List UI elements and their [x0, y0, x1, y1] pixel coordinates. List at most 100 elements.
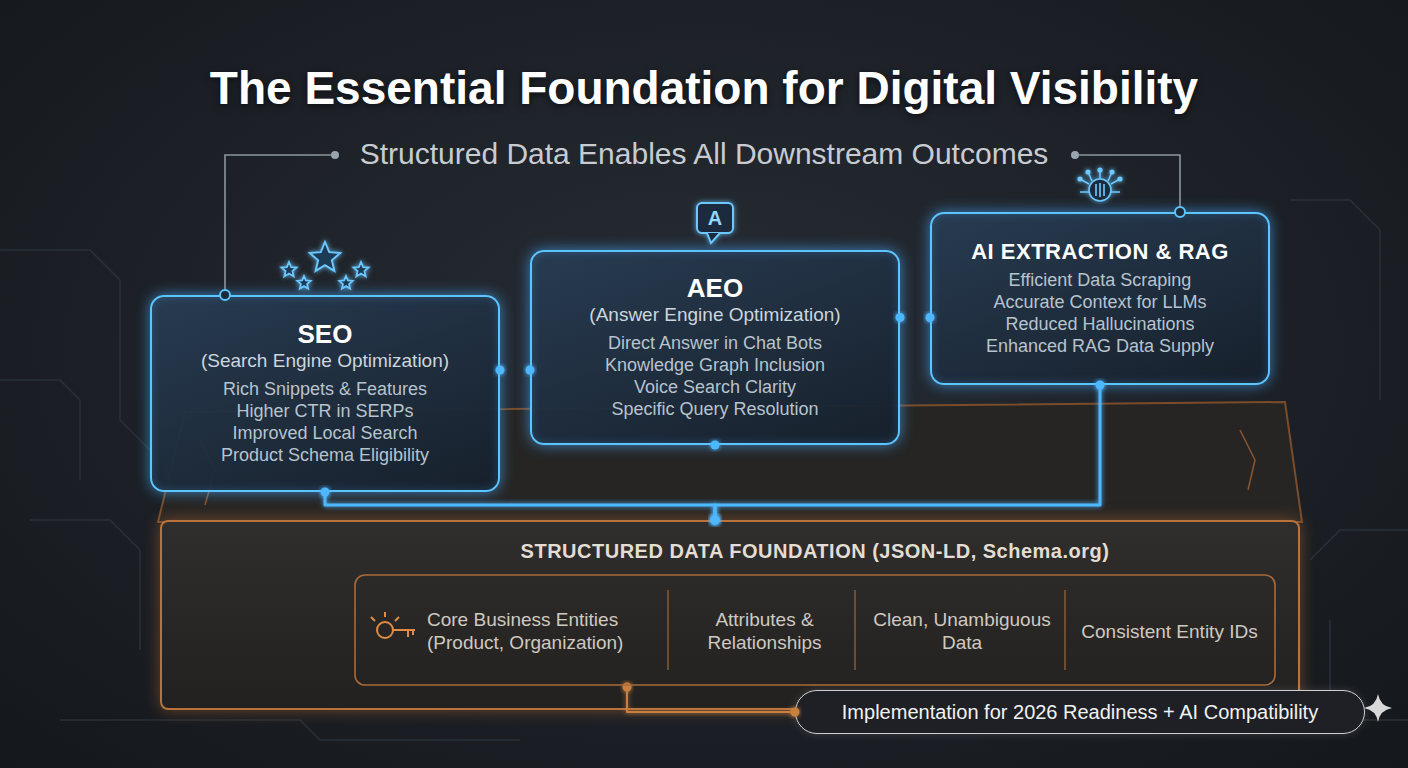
cell-text: Attributes & Relationships [685, 609, 844, 655]
panel-heading: SEO [298, 320, 353, 350]
connector-dot [711, 441, 720, 450]
cell-text: Consistent Entity IDs [1081, 621, 1257, 644]
ray-dot [1110, 170, 1114, 174]
connector-dot [711, 516, 720, 525]
circuit-trace [0, 250, 150, 450]
benefit-item: Reduced Hallucinations [1005, 314, 1194, 336]
star-icon [281, 242, 368, 289]
diagram-title: The Essential Foundation for Digital Vis… [0, 58, 1408, 118]
outcome-panel: AEO(Answer Engine Optimization) Direct An… [530, 250, 900, 445]
ray-dot [1078, 177, 1082, 181]
bubble-tail [707, 233, 720, 243]
ray-dot [1098, 168, 1102, 172]
benefit-item: Product Schema Eligibility [221, 445, 429, 467]
panel-heading: AI EXTRACTION & RAG [971, 239, 1229, 264]
connector-dots [321, 313, 1105, 717]
foundation-title: STRUCTURED DATA FOUNDATION (JSON-LD, Sch… [521, 540, 1110, 563]
chip-core [1089, 179, 1111, 201]
circuit-trace [1290, 200, 1380, 400]
benefit-item: Rich Snippets & Features [223, 379, 427, 401]
connector-line [714, 445, 717, 520]
benefit-item: Specific Query Resolution [611, 399, 818, 421]
foundation-cell: Clean, Unambiguous Data [862, 577, 1062, 687]
benefit-item: Direct Answer in Chat Bots [608, 333, 822, 355]
foundation-cell: Consistent Entity IDs [1072, 577, 1267, 687]
band-dividers [668, 590, 1065, 670]
star-symbol [310, 242, 340, 271]
connector-dot [896, 313, 905, 322]
connector-dot [791, 708, 800, 717]
cell-text: Clean, Unambiguous Data [870, 609, 1054, 655]
circuit-trace [0, 380, 80, 480]
benefit-item: Higher CTR in SERPs [236, 401, 413, 423]
subtitle-text: Structured Data Enables All Downstream O… [0, 136, 1408, 172]
foundation-inner-band [355, 575, 1275, 685]
connector-dot [926, 313, 935, 322]
rock-crack [1240, 430, 1255, 490]
key-ray [371, 612, 399, 621]
foundation-slab: STRUCTURED DATA FOUNDATION (JSON-LD, Sch… [160, 520, 1300, 710]
benefit-item: Improved Local Search [232, 423, 417, 445]
panel-subtitle: (Answer Engine Optimization) [589, 304, 840, 327]
star-symbol [339, 276, 352, 289]
key-icon [371, 612, 415, 638]
connector-line [900, 316, 930, 319]
benefit-item: Enhanced RAG Data Supply [986, 336, 1214, 358]
star-symbol [297, 276, 310, 289]
connector-line [627, 687, 795, 712]
bracket-line [1079, 155, 1180, 207]
bracket-dot [220, 290, 230, 300]
connector-dot [623, 683, 632, 692]
icon-letter: A [697, 203, 733, 233]
connector-dot [496, 366, 505, 375]
connector-dot [526, 366, 535, 375]
outcome-panel: SEO(Search Engine Optimization) Rich Snip… [150, 295, 500, 492]
connector-dot [711, 516, 720, 525]
connector-dot [321, 488, 330, 497]
star-symbol [353, 262, 368, 276]
connector-dot [711, 516, 720, 525]
divider-line [667, 590, 669, 670]
pill-text: Implementation for 2026 Readiness + AI C… [842, 701, 1318, 724]
ray-dot [1086, 170, 1090, 174]
star-symbol [281, 262, 296, 276]
foundation-cell: Core Business Entities (Product, Organiz… [367, 577, 667, 687]
divider-line [854, 590, 856, 670]
chip-brain [1096, 183, 1104, 197]
bracket-dot [331, 151, 339, 159]
ray-dot [1118, 177, 1122, 181]
circuit-trace [30, 520, 140, 650]
circuit-traces [0, 200, 1408, 740]
key-shaft [393, 630, 415, 637]
divider-line [1064, 590, 1066, 670]
benefit-item: Efficient Data Scraping [1009, 270, 1192, 292]
bracket-line [225, 155, 331, 290]
bracket-dot [1071, 151, 1079, 159]
connector-line [715, 385, 1100, 520]
chat-bubble-icon [697, 203, 733, 243]
bracket-dot [1175, 207, 1185, 217]
benefit-item: Voice Search Clarity [634, 377, 796, 399]
connector-line [325, 492, 715, 520]
panel-heading: AEO [687, 274, 743, 304]
ai-chip-icon [1078, 168, 1122, 201]
sparkle-icon [1364, 694, 1392, 722]
circuit-trace [60, 720, 520, 740]
connector-group [325, 318, 1100, 713]
benefit-item: Accurate Context for LLMs [993, 292, 1206, 314]
chip-ray [1080, 170, 1120, 192]
panel-subtitle: (Search Engine Optimization) [201, 350, 449, 373]
outcome-panel: AI EXTRACTION & RAG Efficient Data Scrapi… [930, 212, 1270, 385]
connector-dot [1096, 381, 1105, 390]
benefit-item: Knowledge Graph Inclusion [605, 355, 825, 377]
implementation-pill: Implementation for 2026 Readiness + AI C… [795, 690, 1365, 734]
subtitle-bracket [225, 155, 1180, 290]
cell-text: Core Business Entities (Product, Organiz… [427, 609, 659, 655]
key-bow [377, 622, 393, 638]
foundation-cell: Attributes & Relationships [677, 577, 852, 687]
bubble-body [697, 203, 733, 233]
connector-line [500, 369, 530, 372]
circuit-trace [1310, 530, 1408, 560]
